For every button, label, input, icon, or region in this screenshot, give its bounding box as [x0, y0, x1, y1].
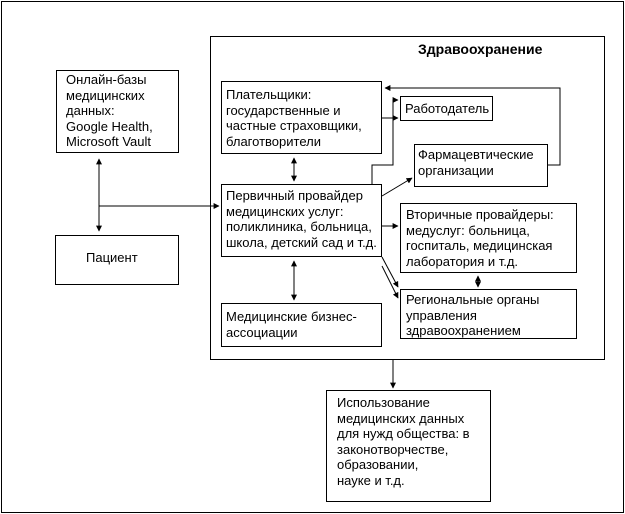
pharma-text: Фармацевтические организации	[418, 147, 534, 178]
healthcare-container	[210, 36, 605, 360]
usage-box	[326, 390, 491, 502]
primary-box	[221, 184, 382, 257]
employer-text: Работодатель	[405, 101, 490, 116]
regional-box	[400, 289, 577, 339]
regional-text: Региональные органы управления здравоохр…	[406, 292, 540, 338]
edge-primary-regional-diag	[381, 256, 399, 288]
pharma-box	[414, 144, 548, 187]
employer-box	[400, 96, 493, 121]
secondary-text: Вторичные провайдеры: медуслуг: больница…	[406, 207, 554, 269]
edge-pharma-payers	[384, 85, 561, 166]
patient-text: Пациент	[86, 250, 138, 265]
business-box	[221, 303, 382, 347]
patient-box	[55, 235, 179, 285]
primary-text: Первичный провайдер медицинских услуг: п…	[226, 188, 377, 250]
online-db-text: Онлайн-базы медицинских данных: Google H…	[66, 72, 153, 149]
online-db-box	[56, 70, 179, 153]
payers-text: Плательщики: государственные и частные с…	[226, 87, 362, 149]
healthcare-title: Здравоохранение	[418, 41, 543, 57]
payers-box	[221, 81, 382, 154]
edge-primary-regional	[381, 265, 399, 299]
usage-text: Использование медицинских данных для нуж…	[337, 395, 470, 488]
secondary-box	[400, 203, 577, 273]
business-text: Медицинские бизнес- ассоциации	[226, 309, 357, 340]
edge-primary-employer	[371, 97, 399, 184]
edge-primary-pharma	[381, 177, 413, 197]
